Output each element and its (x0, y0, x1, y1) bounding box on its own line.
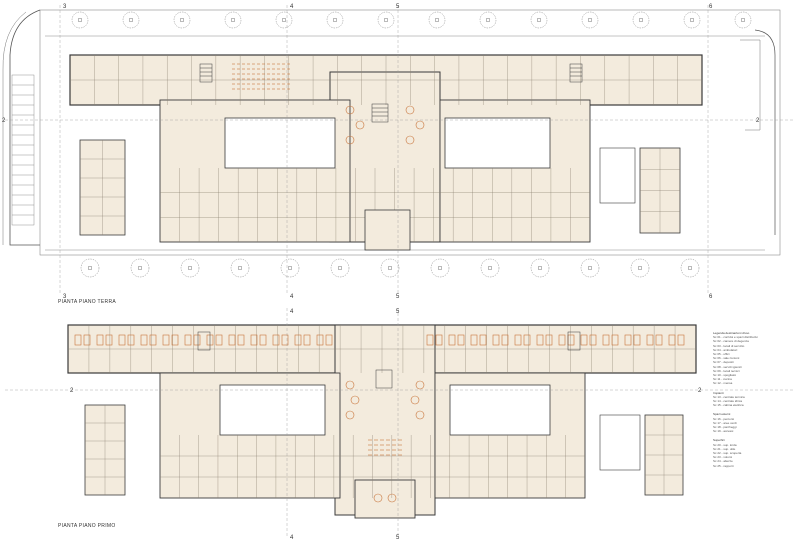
ground-floor-plan (2, 5, 795, 295)
legend-item: Sc 23 - volumi (713, 455, 733, 460)
legend-group-title: Spazi esterni (713, 412, 731, 417)
tree-icon (630, 258, 650, 278)
tree-icon (230, 258, 250, 278)
marker-4-top: 4 (290, 4, 294, 10)
tree-icon (530, 258, 550, 278)
stair-icon (197, 331, 581, 389)
marker-4-bottom: 4 (290, 294, 294, 300)
tree-icon (326, 11, 344, 29)
tree-icon (71, 11, 89, 29)
tree-icon (580, 258, 600, 278)
site-boundary (39, 9, 781, 256)
legend-item: Sc 07 - depositi (713, 360, 734, 365)
marker-4-ff-top: 4 (290, 309, 294, 315)
tree-row-bottom (80, 258, 700, 278)
marker-5-ff-bottom: 5 (396, 535, 400, 541)
legend-group-title: Legenda destinazioni d'uso (713, 331, 750, 335)
patient-room-furniture (74, 334, 685, 456)
tree-icon (330, 258, 350, 278)
marker-2-ff-left: 2 (70, 388, 74, 394)
legend-item: Sc 15 - cabina elettrica (713, 403, 744, 408)
auditorium-seating (232, 63, 290, 90)
legend-item: Sc 22 - sup. scoperta (713, 451, 742, 456)
legend-item: Sc 24 - altezze (713, 459, 733, 464)
legend-item: Sc 16 - percorsi (713, 416, 735, 421)
tree-icon (734, 11, 752, 29)
tree-icon (479, 11, 497, 29)
legend-item: Sc 14 - centrale idrica (713, 399, 743, 404)
legend-item: Sc 08 - servizi igienici (713, 364, 742, 369)
marker-3-top: 3 (63, 4, 67, 10)
marker-6-top: 6 (709, 4, 713, 10)
tree-icon (428, 11, 446, 29)
legend-item: Sc 18 - parcheggi (713, 425, 737, 430)
marker-6-bottom: 6 (709, 294, 713, 300)
tree-icon (632, 11, 650, 29)
section-grid (5, 5, 795, 295)
tree-icon (680, 258, 700, 278)
street-left (9, 9, 41, 246)
legend-item: Sc 06 - sale riunioni (713, 356, 740, 361)
legend-item: Sc 19 - accessi (713, 429, 734, 434)
tree-icon (80, 258, 100, 278)
section-marker-icon: 3 4 5 6 3 4 5 6 2 2 4 5 4 5 2 2 (2, 4, 760, 541)
tree-icon (377, 11, 395, 29)
legend-item: Sc 20 - sup. lorda (713, 442, 737, 447)
tree-icon (430, 258, 450, 278)
tree-icon (480, 258, 500, 278)
legend-item: Sc 13 - centrale termica (713, 394, 745, 399)
legend-item: Sc 02 - camere di degenza (713, 339, 749, 344)
parking-stalls (11, 74, 35, 226)
tree-icon (581, 11, 599, 29)
legend-item: Sc 01 - corridoi e spazi distributivi (713, 335, 758, 340)
legend-item: Sc 21 - sup. utile (713, 446, 736, 451)
marker-2-right: 2 (756, 118, 760, 124)
furniture-icon (345, 105, 425, 145)
legend-item: Sc 10 - spogliatoi (713, 373, 737, 378)
street-right (754, 29, 776, 235)
legend-item: Sc 11 - cucina (713, 377, 732, 382)
legend-item: Sc 04 - ambulatori (713, 347, 738, 352)
legend-item: Sc 12 - mensa (713, 381, 733, 386)
marker-5-bottom: 5 (396, 294, 400, 300)
section-grid (5, 308, 795, 536)
first-floor-plan (5, 308, 795, 536)
legend-item: Sc 03 - locali di servizio (713, 343, 745, 348)
west-courtyard (224, 117, 336, 169)
tree-icon (180, 258, 200, 278)
legend-group-title: Superfici (713, 438, 725, 443)
ground-floor-title: PIANTA PIANO TERRA (58, 299, 117, 305)
legend-item: Sc 05 - uffici (713, 352, 730, 357)
tree-row-top (71, 11, 752, 29)
tree-icon (173, 11, 191, 29)
marker-2-ff-right: 2 (698, 388, 702, 394)
first-floor-title: PIANTA PIANO PRIMO (58, 523, 116, 529)
tree-icon (530, 11, 548, 29)
tree-icon (275, 11, 293, 29)
tree-icon (683, 11, 701, 29)
tree-icon (380, 258, 400, 278)
east-courtyard (444, 117, 551, 169)
legend-item: Sc 09 - locali tecnici (713, 368, 740, 373)
tree-icon (122, 11, 140, 29)
stair-icon (199, 63, 583, 123)
marker-3-bottom: 3 (63, 294, 67, 300)
furniture-icon (345, 380, 425, 503)
legend-item: Sc 25 - rapporti (713, 463, 734, 468)
legend-group-title: Impianti (713, 390, 724, 395)
marker-5-top: 5 (396, 4, 400, 10)
tree-icon (224, 11, 242, 29)
legend-item: Sc 17 - aree verdi (713, 420, 737, 425)
marker-5-ff-top: 5 (396, 309, 400, 315)
tree-icon (280, 258, 300, 278)
marker-4-ff-bottom: 4 (290, 535, 294, 541)
marker-2-left: 2 (2, 118, 6, 124)
tree-icon (130, 258, 150, 278)
